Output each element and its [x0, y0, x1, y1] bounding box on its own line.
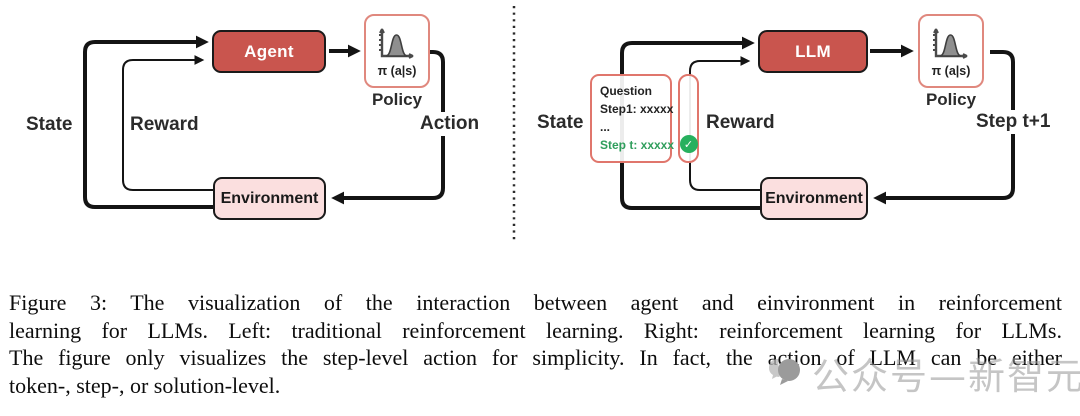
caption-line: Figure 3: The visualization of the inter… — [9, 290, 1062, 315]
state-label-left: State — [26, 114, 73, 135]
figure-caption: Figure 3: The visualization of the inter… — [9, 289, 1062, 399]
distribution-chart-icon — [379, 28, 414, 59]
policy-formula: π (a|s) — [377, 63, 417, 78]
llm-box: LLM — [758, 30, 868, 73]
state-label-right: State — [537, 112, 584, 133]
policy-label-right: Policy — [925, 90, 977, 109]
action-label-left: Action — [416, 112, 484, 136]
caption-line: token-, step-, or solution-level. — [9, 372, 281, 398]
reward-label-right: Reward — [706, 112, 775, 133]
reward-loop-left — [122, 55, 214, 191]
watermark: 公众号—新智元 — [768, 346, 1080, 400]
question-step1: Step1: xxxxx — [600, 102, 674, 116]
agent-box: Agent — [212, 30, 326, 73]
environment-label-left: Environment — [220, 189, 319, 207]
state-loop-left — [83, 35, 214, 209]
watermark-text: 公众号—新智元 — [812, 355, 1080, 398]
environment-label-right: Environment — [765, 189, 863, 207]
reward-check-box: ✓ — [678, 74, 699, 163]
check-icon: ✓ — [679, 135, 698, 153]
question-ellipsis: ... — [600, 120, 611, 134]
policy-label-left: Policy — [371, 90, 423, 109]
llm-label: LLM — [795, 41, 831, 61]
caption-line: learning for LLMs. Left: traditional rei… — [9, 317, 1062, 343]
policy-formula: π (a|s) — [931, 63, 971, 78]
question-title: Question — [600, 84, 653, 98]
policy-box-right: π (a|s) — [918, 14, 984, 88]
environment-box-right: Environment — [760, 177, 868, 220]
chat-bubble-logo-icon — [769, 359, 800, 385]
policy-box-left: π (a|s) — [364, 14, 430, 88]
agent-label: Agent — [244, 41, 294, 61]
question-state-box: Question Step1: xxxxx ... Step t: xxxxx — [590, 74, 675, 163]
question-step-t: Step t: xxxxx — [600, 138, 675, 152]
distribution-chart-icon — [933, 28, 968, 59]
step-label-right: Step t+1 — [972, 110, 1055, 134]
reward-label-left: Reward — [130, 114, 199, 135]
environment-box-left: Environment — [213, 177, 326, 220]
caption-line: The figure only visualizes the step-leve… — [9, 345, 1062, 370]
